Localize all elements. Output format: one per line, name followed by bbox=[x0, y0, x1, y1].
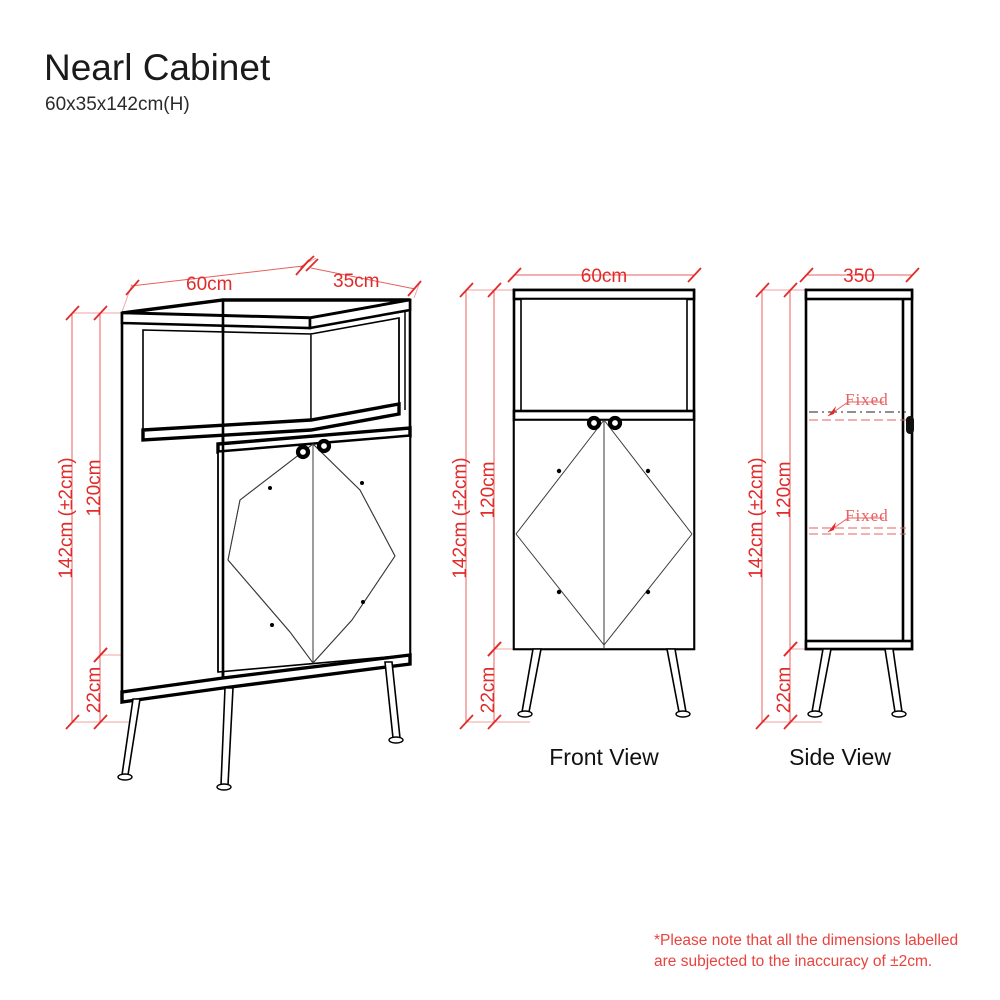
dimension-leg-height-22cm: 22cm bbox=[84, 647, 130, 730]
side-dimension-label-leg-height: 22cm bbox=[774, 667, 795, 713]
front-view: 60cm 142cm (±2cm) 120cm 22cm bbox=[450, 266, 702, 770]
front-door-diamond-pattern bbox=[515, 419, 693, 646]
front-door-accent-dot bbox=[556, 589, 562, 595]
front-top-panel bbox=[512, 288, 696, 301]
leg-foot-cap bbox=[807, 710, 823, 718]
leg-foot-cap bbox=[891, 710, 907, 718]
dimension-label-total-height: 142cm (±2cm) bbox=[56, 457, 77, 578]
side-dimension-label-total-height: 142cm (±2cm) bbox=[746, 457, 767, 578]
dimension-label-leg-height: 22cm bbox=[84, 667, 105, 713]
leg-foot-cap bbox=[216, 783, 232, 791]
front-dimension-label-body-height: 120cm bbox=[478, 461, 499, 518]
door-knob-left[interactable] bbox=[295, 444, 311, 460]
front-door-accent-dot bbox=[645, 468, 651, 474]
side-fixed-shelf-lower: Fixed bbox=[809, 506, 906, 535]
door-accent-dot bbox=[360, 481, 364, 485]
leg-foot-cap bbox=[517, 710, 533, 718]
front-open-shelf bbox=[520, 298, 688, 412]
side-leg-right bbox=[884, 648, 903, 713]
footnote-disclaimer: *Please note that all the dimensions lab… bbox=[654, 932, 958, 970]
front-leg-left bbox=[521, 648, 542, 713]
side-fixed-shelf-upper: Fixed bbox=[809, 390, 906, 421]
leg-foot-cap bbox=[388, 736, 404, 744]
page-subtitle: 60x35x142cm(H) bbox=[45, 94, 190, 115]
leader-arrowhead bbox=[828, 522, 836, 532]
cabinet-leg-front-right bbox=[220, 687, 234, 786]
cabinet-leg-back-right bbox=[384, 661, 401, 739]
side-dimension-label-body-height: 120cm bbox=[774, 461, 795, 518]
front-middle-shelf-panel bbox=[512, 409, 696, 422]
front-door-knob-right[interactable] bbox=[607, 415, 623, 431]
page-title: Nearl Cabinet bbox=[44, 47, 271, 88]
cabinet-base-panel bbox=[120, 653, 412, 704]
front-view-label: Front View bbox=[549, 744, 659, 770]
side-fixed-shelf-lower-label: Fixed bbox=[845, 506, 889, 525]
side-leg-left bbox=[811, 648, 832, 713]
side-top-panel bbox=[804, 288, 914, 301]
side-base-panel bbox=[804, 639, 914, 651]
perspective-view: 60cm 35cm 142cm (±2cm) bbox=[56, 255, 422, 791]
leader-arrowhead bbox=[828, 406, 836, 416]
front-dimension-label-total-height: 142cm (±2cm) bbox=[450, 457, 471, 578]
front-dimension-body-height-120cm: 120cm bbox=[478, 282, 530, 657]
side-dimension-total-height-142cm: 142cm (±2cm) bbox=[746, 282, 822, 730]
footnote-line-1: *Please note that all the dimensions lab… bbox=[654, 932, 958, 949]
dimension-depth-35cm: 35cm bbox=[300, 255, 422, 299]
cabinet-doors-panel bbox=[217, 435, 411, 673]
front-door-accent-dot bbox=[556, 468, 562, 474]
side-dimension-label-depth: 350 bbox=[843, 266, 875, 287]
front-door-accent-dot bbox=[645, 589, 651, 595]
front-dimension-width-60cm: 60cm bbox=[507, 266, 702, 289]
cabinet-leg-front-left bbox=[121, 698, 141, 776]
footnote-line-2: are subjected to the inaccuracy of ±2cm. bbox=[654, 953, 932, 970]
front-dimension-leg-height-22cm: 22cm bbox=[478, 641, 530, 730]
front-dimension-label-leg-height: 22cm bbox=[478, 667, 499, 713]
dimension-label-depth: 35cm bbox=[333, 271, 379, 292]
cabinet-top-edge-right bbox=[308, 298, 412, 330]
side-view: 350 142cm (±2cm) 120cm 22cm bbox=[746, 266, 920, 770]
dimension-label-width: 60cm bbox=[186, 274, 232, 295]
door-accent-dot bbox=[268, 486, 272, 490]
shelf-cavity-interior bbox=[142, 329, 312, 431]
side-fixed-shelf-upper-label: Fixed bbox=[845, 390, 889, 409]
side-dimension-depth-350: 350 bbox=[799, 266, 920, 289]
leg-foot-cap bbox=[675, 710, 691, 718]
front-door-knob-left[interactable] bbox=[586, 415, 602, 431]
door-accent-dot bbox=[270, 623, 274, 627]
leg-foot-cap bbox=[117, 773, 133, 781]
door-accent-dot bbox=[361, 600, 365, 604]
side-door-hinge-mark bbox=[906, 416, 914, 434]
dimension-label-body-height: 120cm bbox=[84, 459, 105, 516]
side-cabinet-body bbox=[804, 288, 914, 651]
door-knob-right[interactable] bbox=[316, 438, 332, 454]
front-dimension-label-width: 60cm bbox=[581, 266, 627, 287]
front-dimension-total-height-142cm: 142cm (±2cm) bbox=[450, 282, 530, 730]
side-view-label: Side View bbox=[789, 744, 891, 770]
front-leg-right bbox=[666, 648, 687, 713]
